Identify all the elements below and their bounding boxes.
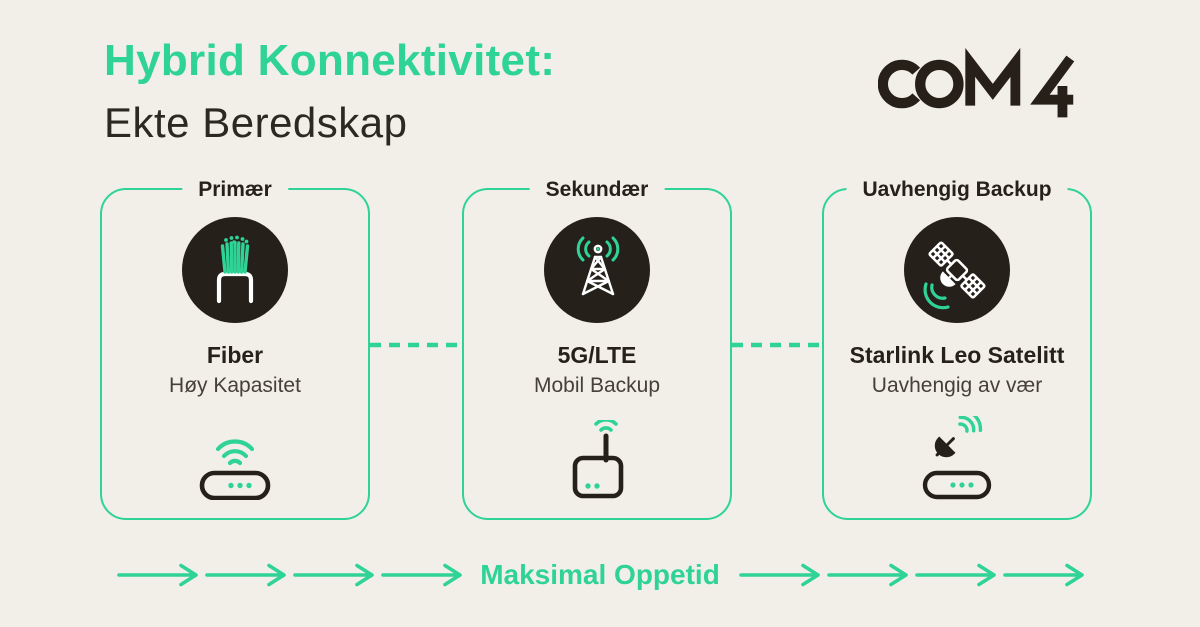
footer-uptime-banner: Maksimal Oppetid <box>0 556 1200 594</box>
arrows-right-icon <box>739 563 1084 587</box>
cell-tower-icon <box>544 217 650 323</box>
card-secondary-subtitle: Mobil Backup <box>533 374 661 397</box>
satellite-icon <box>904 217 1010 323</box>
uptime-label: Maksimal Oppetid <box>480 559 720 590</box>
dashed-connector-2 <box>732 342 822 348</box>
com4-logo: COM4 <box>878 44 1086 124</box>
fiber-optic-icon <box>182 217 288 323</box>
card-primary-label: Primær <box>182 175 288 204</box>
com4-logo-icon <box>878 47 1075 118</box>
page-subtitle: Ekte Beredskap <box>104 99 408 146</box>
page-title: Hybrid Konnektivitet: <box>104 36 556 85</box>
card-secondary-title: 5G/LTE <box>557 342 637 368</box>
dashed-connector-1 <box>370 342 462 348</box>
card-backup-title: Starlink Leo Satelitt <box>849 342 1065 368</box>
card-backup: Uavhengig Backup <box>822 175 1092 520</box>
card-primary-title: Fiber <box>206 342 264 368</box>
card-primary-subtitle: Høy Kapasitet <box>169 374 301 397</box>
wifi-router-icon <box>102 430 368 500</box>
antenna-router-icon <box>464 420 730 500</box>
satellite-dish-router-icon <box>824 416 1090 500</box>
card-secondary-label: Sekundær <box>529 175 665 204</box>
card-secondary: Sekundær 5G/LTE <box>462 175 732 520</box>
card-primary: Primær <box>100 175 370 520</box>
card-backup-label: Uavhengig Backup <box>846 175 1068 204</box>
card-backup-subtitle: Uavhengig av vær <box>871 374 1043 397</box>
arrows-left-icon <box>117 563 462 587</box>
